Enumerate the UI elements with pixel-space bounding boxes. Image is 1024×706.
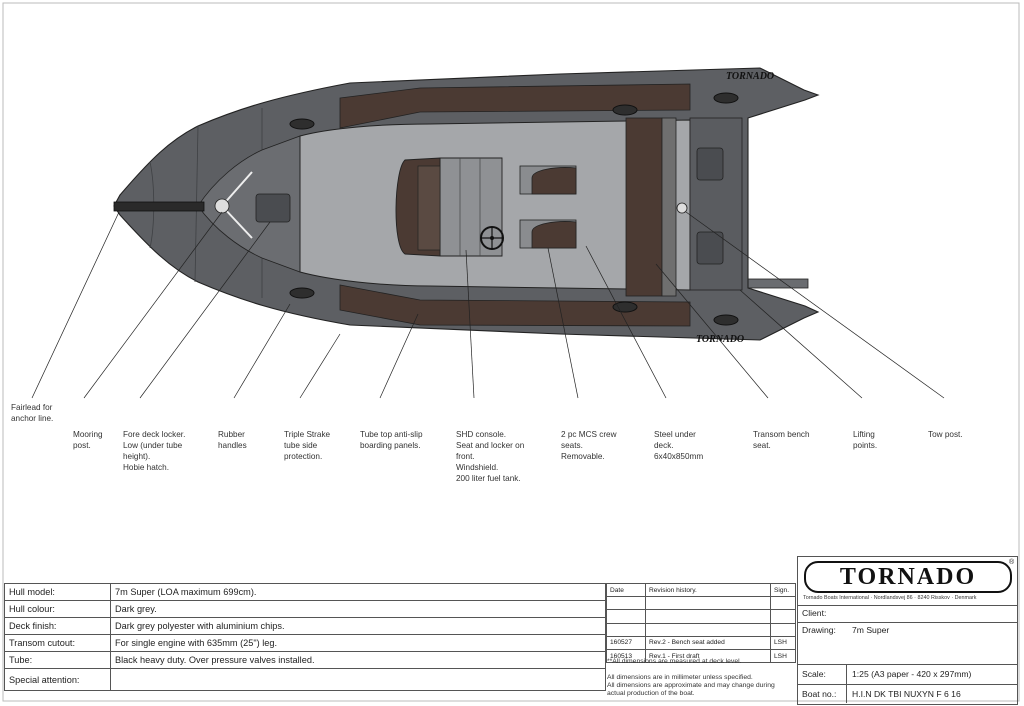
shd-console — [395, 157, 504, 257]
revision-header: Date Revision history. Sign. — [606, 582, 796, 598]
drawing-row: Drawing: 7m Super — [798, 622, 1017, 665]
rubber-handle — [713, 92, 739, 104]
mooring-post — [214, 171, 253, 239]
dimension-notes: **All dimensions are measured at deck le… — [607, 658, 775, 697]
spec-row: Hull model:7m Super (LOA maximum 699cm). — [4, 583, 606, 601]
spec-row: Hull colour:Dark grey. — [4, 600, 606, 618]
revision-row: 160513 Rev.1 - First draft LSH — [606, 648, 796, 664]
revision-row: 160527 Rev.2 - Bench seat added LSH — [606, 635, 796, 650]
fore-deck-locker — [255, 193, 291, 223]
boat-number-row: Boat no.: H.I.N DK TBI NUXYN F 6 16 — [798, 684, 1017, 703]
top-panel-bottom — [339, 284, 691, 327]
company-address: Tornado Boats International · Nordlandsv… — [803, 595, 977, 601]
transom-hatch — [696, 147, 724, 181]
revision-row — [606, 622, 796, 637]
revision-table: Date Revision history. Sign. 160527 Rev.… — [606, 582, 796, 664]
revision-row — [606, 596, 796, 611]
rubber-handle — [289, 287, 315, 299]
top-panel — [339, 83, 691, 129]
revision-row — [606, 609, 796, 624]
scale-row: Scale: 1:25 (A3 paper - 420 x 297mm) — [798, 664, 1017, 685]
spec-row: Tube:Black heavy duty. Over pressure val… — [4, 651, 606, 669]
callout-leaders — [31, 211, 945, 399]
tow-post — [676, 202, 688, 214]
registered-mark: ® — [1009, 559, 1015, 566]
transom-bench-seat — [625, 117, 663, 297]
spec-row: Special attention: — [4, 668, 606, 691]
transom-bar — [744, 278, 809, 289]
title-block: TORNADO ® Tornado Boats International · … — [797, 556, 1018, 705]
tube-logo-top: TORNADO — [726, 71, 774, 82]
rubber-handle — [612, 104, 638, 116]
tube-logo-bottom: TORNADO — [696, 334, 744, 345]
rubber-handle — [713, 314, 739, 326]
boat-top-view: TORNADO TORNADO — [31, 67, 945, 399]
spec-table: Hull model:7m Super (LOA maximum 699cm).… — [4, 583, 606, 691]
tornado-logo: TORNADO — [804, 561, 1012, 593]
logo-box: TORNADO ® Tornado Boats International · … — [798, 557, 1017, 606]
client-row: Client: — [798, 605, 1017, 623]
transom-hatch — [696, 231, 724, 265]
crew-seat — [519, 165, 577, 195]
callout-tow-post: Tow post. — [928, 430, 963, 439]
spec-row: Deck finish:Dark grey polyester with alu… — [4, 617, 606, 635]
rubber-handle — [612, 301, 638, 313]
rubber-handle — [289, 118, 315, 130]
spec-row: Transom cutout:For single engine with 63… — [4, 634, 606, 652]
bench-backrest — [661, 117, 677, 297]
fairlead — [113, 201, 205, 212]
crew-seat — [519, 219, 577, 249]
